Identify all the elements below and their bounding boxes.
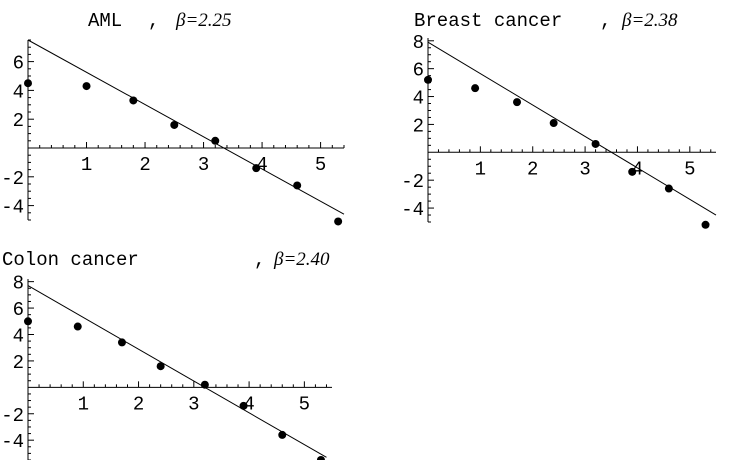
panel-aml-beta-label: β=2.25 [175, 10, 232, 31]
colon-cancer-data-point [24, 317, 32, 326]
panel-colon-cancer-beta-label: β=2.40 [273, 249, 330, 270]
aml-y-tick-label: -2 [1, 168, 24, 190]
aml-x-tick-label: 4 [256, 154, 267, 176]
colon-cancer-data-point [73, 322, 82, 331]
aml-x-tick-label: 2 [139, 154, 150, 176]
panel-aml: AML , β=2.25 1 2 3 4 5 6 4 2 -2 -4 [1, 10, 345, 226]
aml-y-tick-label: -4 [1, 197, 24, 219]
breast-cancer-data-point [424, 75, 432, 84]
aml-data-point [211, 136, 220, 145]
aml-y-tick-label: 4 [13, 81, 24, 103]
colon-cancer-x-tick-label: 1 [78, 393, 89, 415]
aml-y-tick-label: 2 [13, 110, 24, 132]
colon-cancer-data-point [200, 380, 209, 389]
panel-breast-cancer: Breast cancer , β=2.38 1 2 3 4 5 8 6 4 2 -2 -4 [401, 10, 717, 229]
colon-cancer-data-point [278, 430, 287, 439]
breast-cancer-y-tick-label: 8 [413, 32, 424, 54]
colon-cancer-y-tick-label: 6 [13, 299, 24, 321]
colon-cancer-data-point [316, 456, 325, 460]
colon-cancer-x-tick-label: 3 [188, 393, 199, 415]
panel-aml-title-name: AML [88, 10, 122, 32]
breast-cancer-y-tick-label: -2 [401, 171, 424, 193]
colon-cancer-x-tick-label: 4 [243, 393, 254, 415]
panel-breast-cancer-title-name: Breast cancer [414, 10, 562, 32]
aml-data-point [129, 96, 138, 105]
panel-breast-cancer-beta-label: β=2.38 [621, 10, 678, 31]
breast-cancer-x-tick-label: 1 [475, 158, 486, 180]
colon-cancer-y-tick-label: -4 [1, 431, 24, 453]
breast-cancer-y-tick-label: 6 [413, 60, 424, 82]
breast-cancer-y-tick-label: -4 [401, 199, 424, 221]
breast-cancer-y-tick-label: 2 [413, 115, 424, 137]
breast-cancer-y-tick-label: 4 [413, 88, 424, 110]
aml-data-point [293, 181, 302, 190]
breast-cancer-x-tick-label: 4 [632, 158, 643, 180]
colon-cancer-data-point [156, 362, 165, 371]
aml-x-tick-label: 5 [315, 154, 326, 176]
breast-cancer-data-point [628, 167, 637, 176]
colon-cancer-data-point [117, 338, 126, 347]
panel-colon-cancer-title-name: Colon cancer [2, 249, 139, 271]
aml-y-tick-label: 6 [13, 53, 24, 75]
breast-cancer-x-tick-label: 5 [684, 158, 695, 180]
breast-cancer-x-tick-label: 3 [579, 158, 590, 180]
panel-colon-cancer: Colon cancer , β=2.40 1 2 3 4 5 8 6 4 2 -2 -4 [1, 249, 332, 460]
panel-aml-title-sep: , [148, 10, 159, 32]
panel-breast-cancer-title-sep: , [600, 10, 611, 32]
aml-fit-line [27, 39, 345, 215]
breast-cancer-data-point [701, 220, 710, 229]
colon-cancer-y-tick-label: -2 [1, 405, 24, 427]
colon-cancer-x-tick-label: 5 [299, 393, 310, 415]
breast-cancer-x-tick-label: 2 [527, 158, 538, 180]
breast-cancer-data-point [591, 139, 600, 148]
colon-cancer-fit-line [27, 285, 327, 458]
aml-data-point [82, 82, 91, 91]
colon-cancer-data-point [239, 401, 248, 410]
aml-data-point [170, 120, 179, 129]
colon-cancer-y-tick-label: 8 [13, 273, 24, 295]
aml-x-tick-label: 3 [198, 154, 209, 176]
aml-data-point [252, 164, 261, 173]
breast-cancer-data-point [471, 84, 480, 93]
breast-cancer-data-point [549, 119, 558, 128]
breast-cancer-data-point [513, 98, 522, 107]
colon-cancer-x-tick-label: 2 [133, 393, 144, 415]
aml-x-tick-label: 1 [81, 154, 92, 176]
aml-data-point [334, 217, 343, 226]
colon-cancer-y-tick-label: 2 [13, 352, 24, 374]
aml-data-point [24, 79, 32, 88]
colon-cancer-y-tick-label: 4 [13, 325, 24, 347]
breast-cancer-data-point [664, 184, 673, 193]
panel-colon-cancer-title-sep: , [254, 249, 265, 271]
